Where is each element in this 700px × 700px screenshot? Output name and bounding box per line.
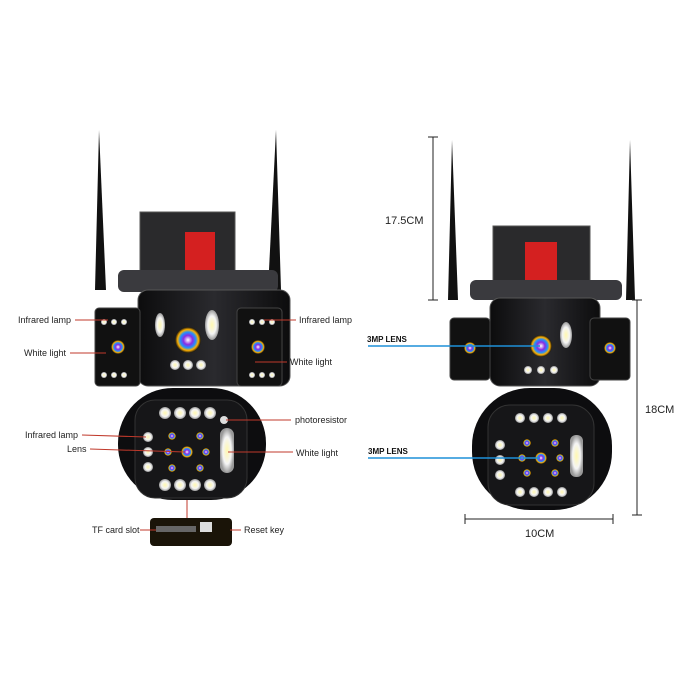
dimension-width: 10CM xyxy=(525,528,555,540)
label-infrared-lamp-left: Infrared lamp xyxy=(18,315,72,325)
label-photoresistor: photoresistor xyxy=(295,415,348,425)
label-tf-card-slot: TF card slot xyxy=(92,525,140,535)
camera-front-view xyxy=(70,130,296,546)
label-reset-key: Reset key xyxy=(244,525,285,535)
label-white-light-left: White light xyxy=(24,348,67,358)
label-infrared-lamp-lower: Infrared lamp xyxy=(25,430,79,440)
label-3mp-lens-top: 3MP LENS xyxy=(367,335,407,344)
label-lens: Lens xyxy=(67,444,87,454)
label-white-light-right: White light xyxy=(290,357,333,367)
label-white-light-lower: White light xyxy=(296,448,339,458)
dimension-body-height: 18CM xyxy=(645,404,675,416)
label-infrared-lamp-right: Infrared lamp xyxy=(299,315,353,325)
camera-dimension-view xyxy=(368,136,642,524)
dimension-antenna-height: 17.5CM xyxy=(385,215,424,227)
antenna-right xyxy=(268,130,281,290)
photoresistor xyxy=(220,416,228,424)
red-mount xyxy=(185,232,215,274)
label-3mp-lens-bottom: 3MP LENS xyxy=(368,447,408,456)
antenna-left xyxy=(95,130,106,290)
main-lens xyxy=(175,327,201,353)
